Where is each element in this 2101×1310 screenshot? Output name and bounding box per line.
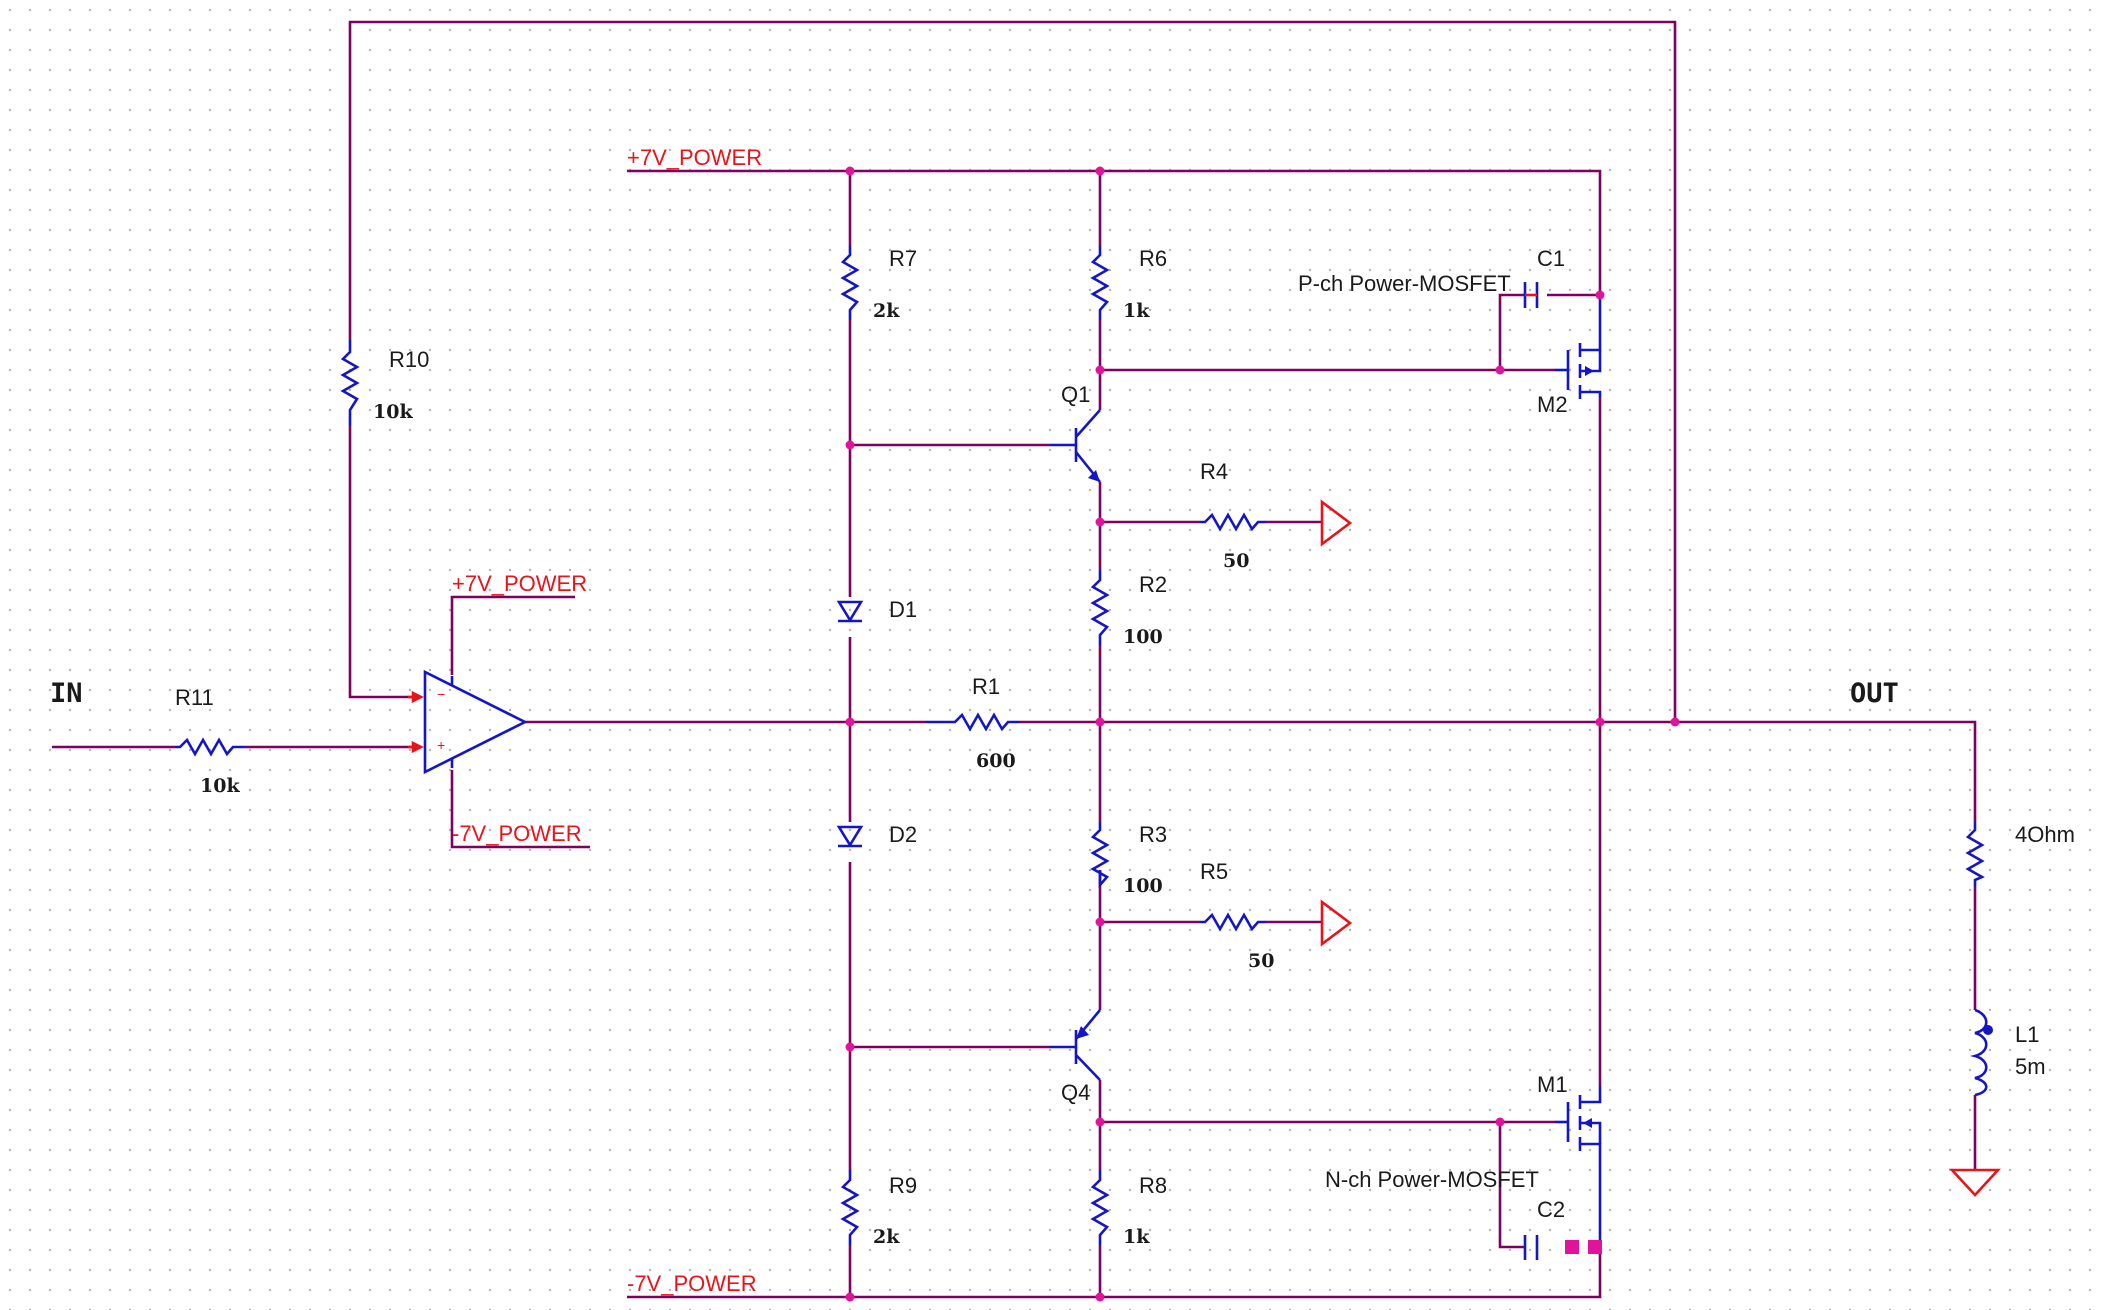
mosfet-m2-symbol[interactable] [1555, 295, 1602, 399]
r5-value: 50 [1248, 950, 1274, 972]
r4-value: 50 [1223, 550, 1249, 572]
r6-value: 1k [1123, 300, 1150, 322]
resistors [175, 245, 1985, 1245]
ground-r5-icon [1320, 899, 1353, 947]
inductor-l1-symbol[interactable] [1969, 1008, 1993, 1097]
r1-ref: R1 [972, 674, 1000, 699]
r3-ref: R3 [1139, 822, 1167, 847]
grounds [1320, 499, 2001, 1197]
diode-d2-symbol[interactable] [836, 825, 864, 848]
resistor-r1-symbol[interactable] [925, 712, 1020, 732]
r6-ref: R6 [1139, 246, 1167, 271]
r9-ref: R9 [889, 1173, 917, 1198]
r4-ref: R4 [1200, 459, 1228, 484]
rload-value: 4Ohm [2015, 822, 2075, 847]
r9-value: 2k [873, 1226, 900, 1248]
ground-load-icon [1949, 1168, 2001, 1197]
opamp-minus-pin: − [437, 686, 445, 702]
d1-ref: D1 [889, 597, 917, 622]
r11-ref: R11 [175, 685, 214, 710]
resistor-r4-symbol[interactable] [1200, 512, 1265, 532]
mosfet-m1-symbol[interactable] [1555, 1085, 1602, 1245]
net-pos-top-label: +7V_POWER [627, 145, 762, 170]
transistor-q1-symbol[interactable] [1050, 409, 1102, 483]
net-opamp-neg-label: -7V_POWER [452, 821, 582, 846]
resistor-r3-symbol[interactable] [1090, 822, 1110, 889]
q1-ref: Q1 [1061, 382, 1090, 407]
net-opamp-pos-label: +7V_POWER [452, 571, 587, 596]
c1-ref: C1 [1537, 246, 1565, 271]
m2-type-label: P-ch Power-MOSFET [1298, 271, 1511, 296]
c2-ref: C2 [1537, 1197, 1565, 1222]
diode-d1-symbol[interactable] [836, 600, 864, 623]
resistor-rload-symbol[interactable] [1965, 822, 1985, 887]
q4-ref: Q4 [1061, 1080, 1090, 1105]
resistor-r10-symbol[interactable] [340, 340, 360, 425]
r1-value: 600 [976, 750, 1016, 772]
r8-ref: R8 [1139, 1173, 1167, 1198]
r10-value: 10k [373, 401, 413, 423]
opamp-symbol[interactable]: − + [408, 669, 528, 775]
m1-type-label: N-ch Power-MOSFET [1325, 1167, 1539, 1192]
resistor-r5-symbol[interactable] [1200, 912, 1265, 932]
resistor-r6-symbol[interactable] [1090, 245, 1110, 320]
ground-r4-icon [1320, 499, 1353, 547]
resistor-r9-symbol[interactable] [840, 1170, 860, 1245]
resistor-r2-symbol[interactable] [1090, 570, 1110, 645]
resistor-r7-symbol[interactable] [840, 245, 860, 320]
d2-ref: D2 [889, 822, 917, 847]
port-out-label[interactable]: OUT [1850, 678, 1899, 709]
m2-ref: M2 [1537, 392, 1568, 417]
opamp-plus-pin: + [437, 737, 445, 753]
resistor-r11-symbol[interactable] [175, 737, 245, 757]
capacitor-c1-symbol[interactable] [1523, 282, 1539, 308]
r7-ref: R7 [889, 246, 917, 271]
transistor-q4-symbol[interactable] [1050, 1009, 1102, 1081]
r2-value: 100 [1123, 626, 1163, 648]
junction-dots [845, 166, 1680, 1302]
r3-value: 100 [1123, 875, 1163, 897]
r7-value: 2k [873, 300, 900, 322]
m1-ref: M1 [1537, 1072, 1568, 1097]
r2-ref: R2 [1139, 572, 1167, 597]
r5-ref: R5 [1200, 859, 1228, 884]
wires [52, 20, 1977, 1299]
net-neg-bottom-label: -7V_POWER [627, 1271, 757, 1296]
l1-value: 5m [2015, 1054, 2046, 1079]
resistor-r8-symbol[interactable] [1090, 1170, 1110, 1245]
port-in-label[interactable]: IN [50, 678, 83, 709]
labels: IN OUT +7V_POWER -7V_POWER +7V_POWER -7V… [50, 145, 2075, 1296]
r8-value: 1k [1123, 1226, 1150, 1248]
r11-value: 10k [200, 775, 240, 797]
capacitor-c2-symbol[interactable] [1523, 1235, 1602, 1260]
r10-ref: R10 [389, 347, 429, 372]
l1-ref: L1 [2015, 1022, 2039, 1047]
diodes [836, 600, 864, 848]
